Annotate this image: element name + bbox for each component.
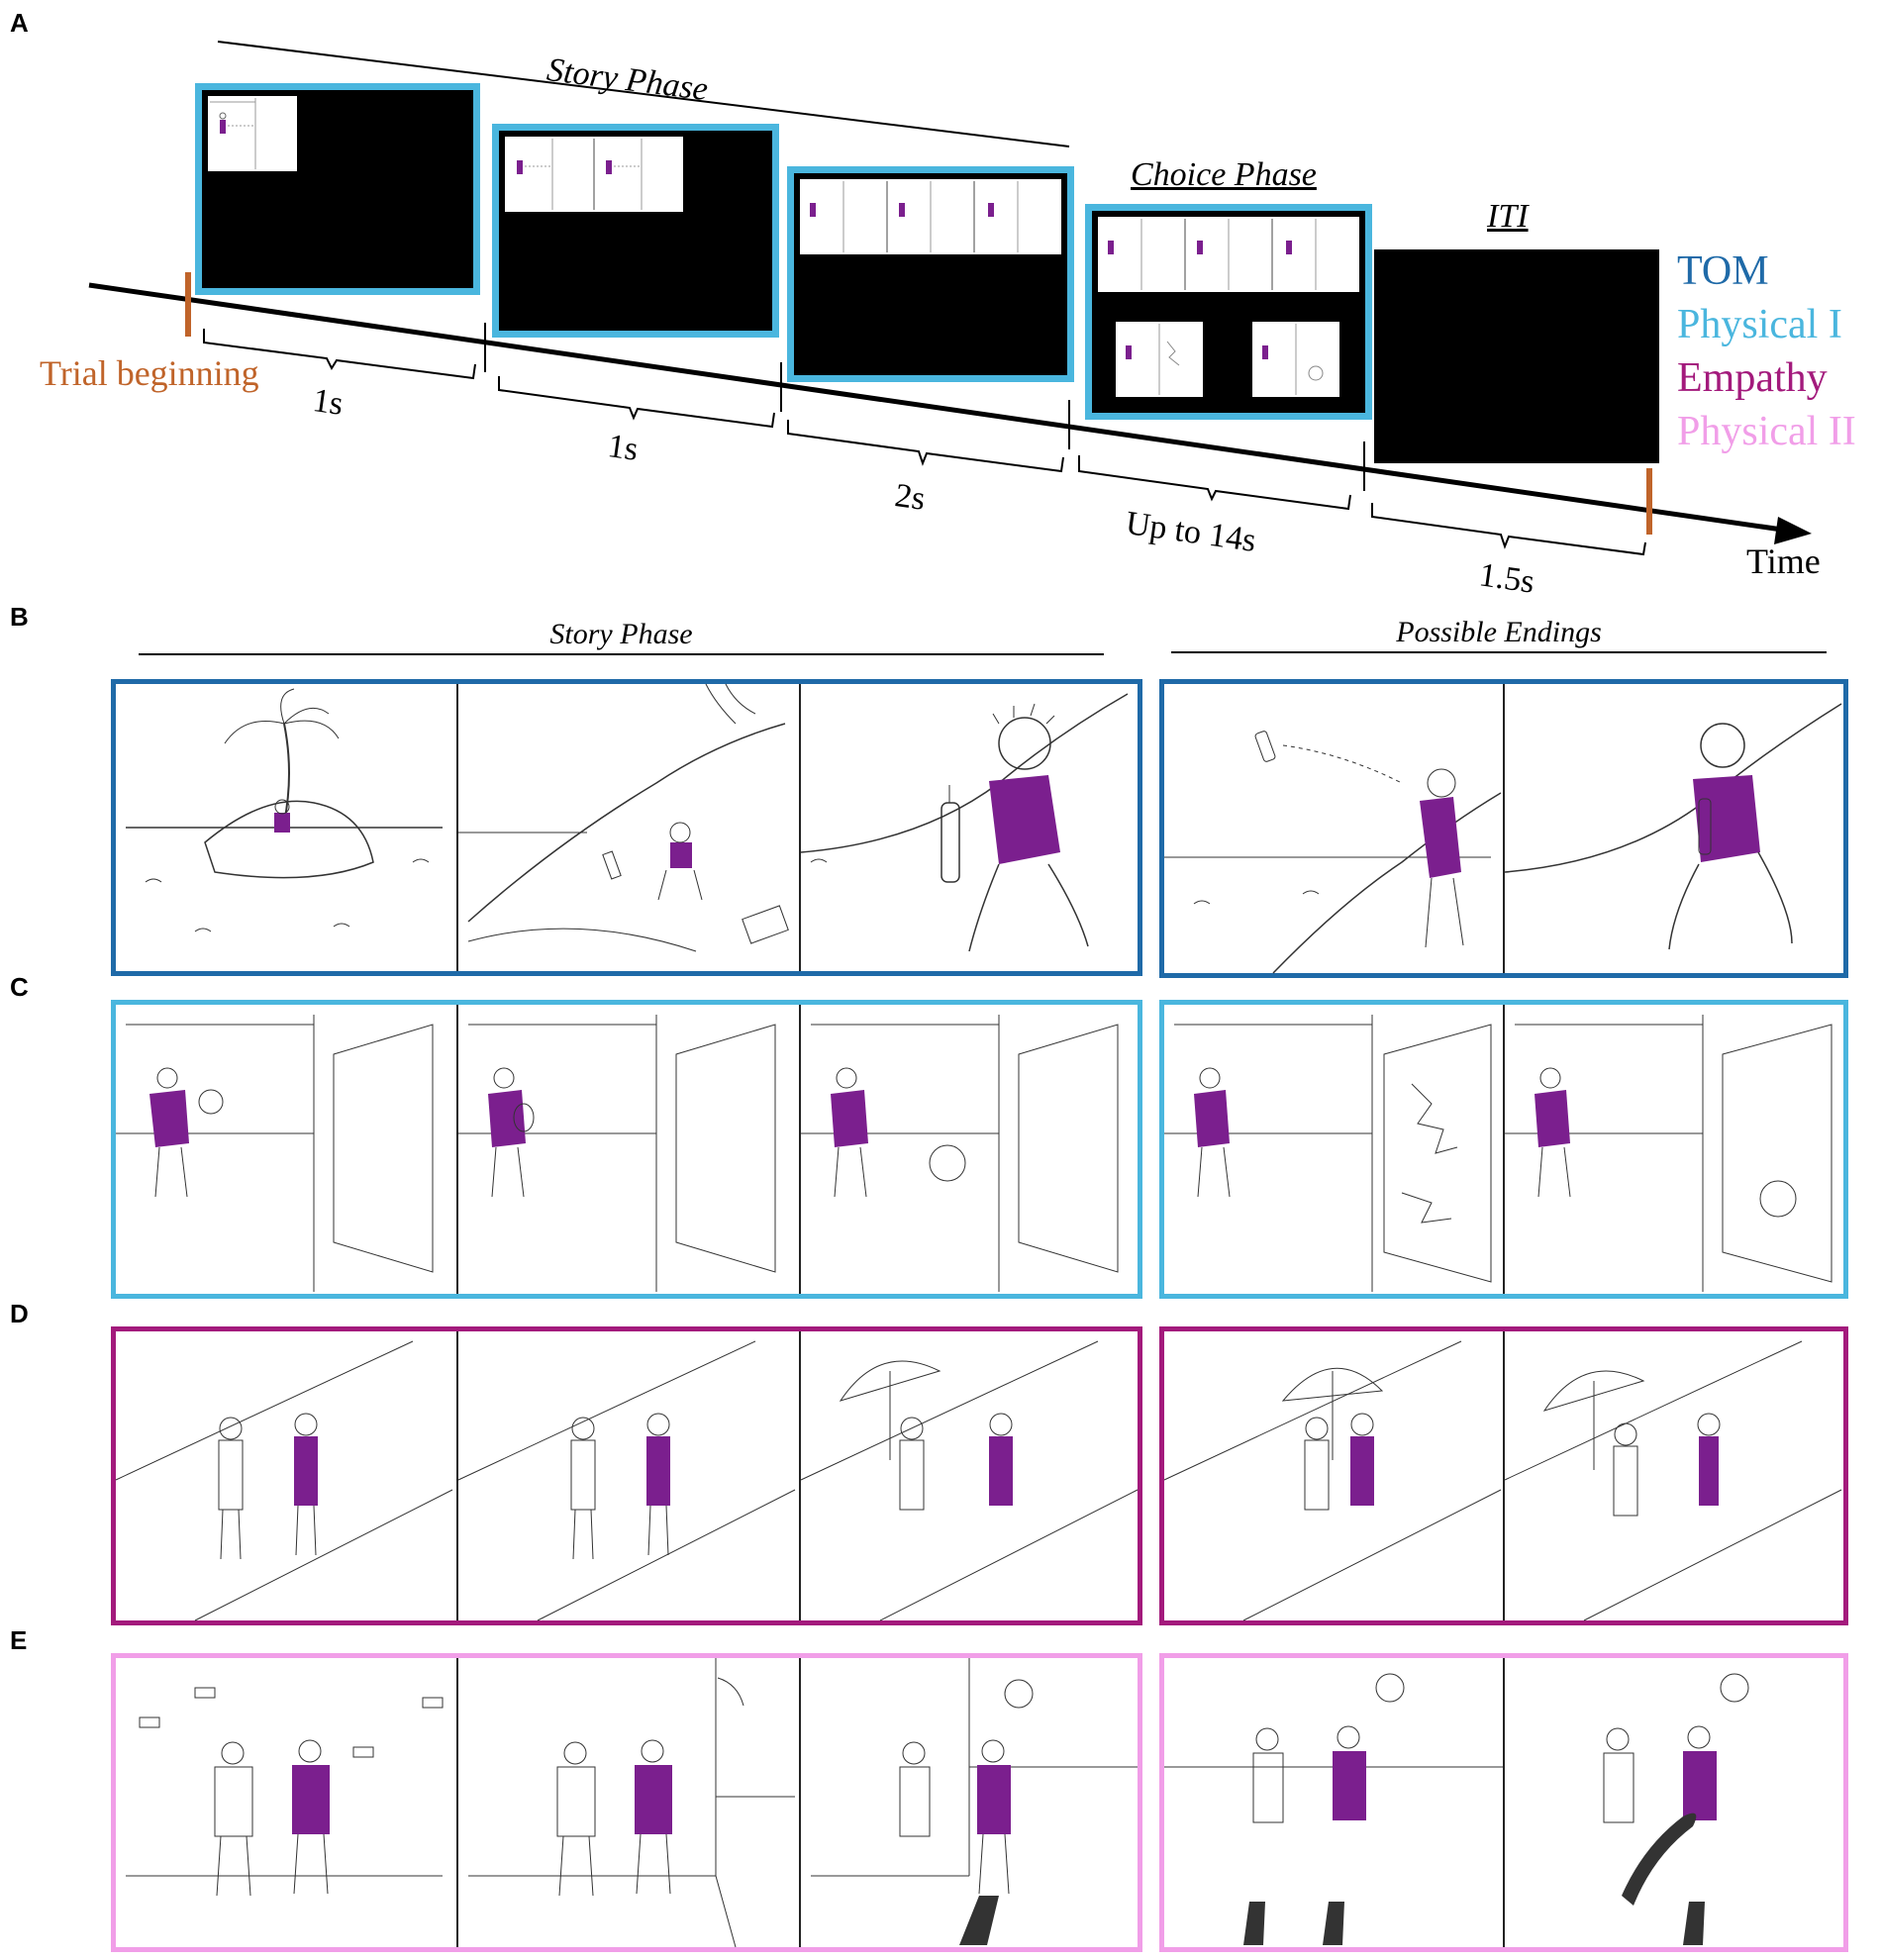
empathy-story-frame-2: [457, 1331, 799, 1621]
legend-tom: TOM: [1677, 248, 1769, 294]
legend-physical-1: Physical I: [1677, 302, 1842, 347]
iti-title: ITI: [1487, 198, 1529, 235]
panel-label-c: C: [10, 972, 29, 1002]
physical-1-story-frame-2: [458, 1005, 799, 1294]
physical-1-ending-2: [1505, 1005, 1843, 1294]
duration-brace-2: [498, 376, 775, 429]
story-thumbnail-2: [505, 137, 683, 212]
tom-story-strip: [111, 679, 1142, 976]
empathy-ending-2: [1504, 1331, 1843, 1621]
tom-endings-strip: [1159, 679, 1848, 978]
story-thumbnail-3: [800, 179, 1061, 254]
legend-empathy: Empathy: [1677, 355, 1828, 401]
time-axis: [88, 282, 1783, 533]
section-rule-possible-endings: [1171, 651, 1827, 653]
time-axis-label: Time: [1746, 541, 1821, 581]
physical-2-story-strip: [111, 1653, 1142, 1952]
legend-physical-2: Physical II: [1677, 409, 1856, 454]
choice-option-left: [1116, 322, 1203, 397]
choice-phase-title: Choice Phase: [1131, 156, 1317, 193]
panel-label-d: D: [10, 1299, 29, 1328]
physical-2-story-frame-2: [458, 1658, 799, 1948]
empathy-endings-strip: [1159, 1326, 1848, 1625]
physical-2-endings-strip: [1159, 1653, 1848, 1952]
duration-brace-4: [1078, 455, 1351, 511]
physical-1-story-frame-3: [801, 1005, 1138, 1294]
physical-1-endings-strip: [1159, 1000, 1848, 1299]
physical-1-story-frame-1: [116, 1005, 456, 1294]
empathy-story-frame-3: [800, 1331, 1139, 1621]
empathy-story-frame-1: [115, 1331, 456, 1621]
physical-1-ending-1: [1164, 1005, 1503, 1294]
choice-story-thumbnail: [1098, 217, 1359, 292]
trial-beginning-label: Trial beginning: [40, 353, 259, 393]
story-screen-3: [787, 166, 1074, 382]
tom-story-frame-2: [458, 683, 799, 971]
choice-screen: [1085, 204, 1372, 420]
duration-brace-1: [203, 329, 476, 380]
physical-2-ending-2: [1505, 1658, 1843, 1947]
tom-ending-2: [1504, 684, 1843, 973]
iti-screen: [1374, 249, 1659, 463]
story-screen-2: [492, 124, 779, 338]
duration-brace-5: [1371, 503, 1646, 556]
panel-label-b: B: [10, 602, 29, 632]
duration-label-2: 1s: [605, 428, 641, 468]
duration-label-1: 1s: [310, 382, 346, 423]
physical-2-story-frame-1: [116, 1658, 456, 1947]
tom-story-frame-3: [800, 684, 1138, 971]
section-title-possible-endings: Possible Endings: [1396, 616, 1602, 648]
empathy-ending-1: [1163, 1331, 1503, 1621]
panel-label-a: A: [10, 8, 29, 38]
choice-option-right: [1252, 322, 1339, 397]
tom-ending-1: [1164, 684, 1503, 974]
duration-label-5: 1.5s: [1476, 556, 1537, 601]
story-thumbnail-1: [208, 96, 297, 171]
section-title-story-phase: Story Phase: [549, 618, 693, 650]
empathy-story-strip: [111, 1326, 1142, 1625]
physical-2-story-frame-3: [801, 1658, 1138, 1947]
duration-brace-3: [787, 420, 1064, 473]
duration-label-3: 2s: [892, 477, 928, 518]
section-rule-story-phase: [139, 653, 1104, 655]
story-screen-1: [195, 83, 480, 295]
physical-2-ending-1: [1164, 1658, 1503, 1947]
timeline-diagram: [88, 41, 1812, 556]
panel-label-e: E: [10, 1625, 28, 1655]
time-axis-arrowhead: [1774, 517, 1812, 544]
tom-story-frame-1: [116, 684, 456, 971]
physical-1-story-strip: [111, 1000, 1142, 1299]
